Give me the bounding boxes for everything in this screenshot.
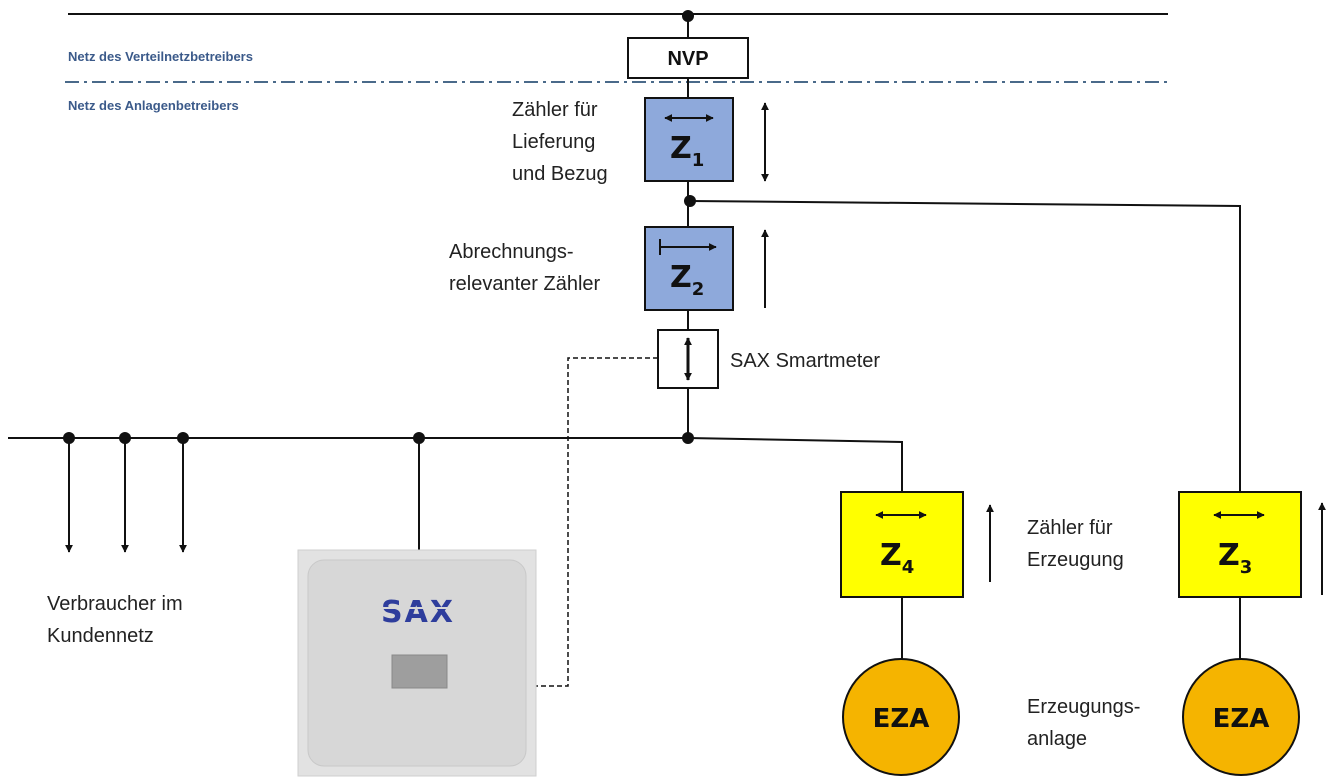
svg-text:Z3: Z3	[1218, 538, 1252, 578]
meter-z4: Z4	[840, 491, 964, 598]
eza-unit-right: EZA	[1182, 658, 1300, 776]
consumers-label: Verbraucher im Kundennetz	[47, 593, 183, 647]
z1-label-line: und Bezug	[512, 163, 608, 185]
eza-unit-left: EZA	[842, 658, 960, 776]
svg-text:Z4: Z4	[880, 538, 914, 578]
z1-label-line: Lieferung	[512, 131, 595, 153]
junction-dot	[682, 432, 694, 444]
z2-label-line: relevanter Zähler	[449, 273, 601, 295]
communication-line	[533, 357, 658, 687]
generation-meter-label-line: Erzeugung	[1027, 549, 1124, 571]
eza-label: EZA	[873, 704, 930, 734]
z1-label: Zähler für Lieferung und Bezug	[512, 99, 608, 185]
meter-letter: Z	[670, 131, 692, 166]
generation-feed-line	[689, 200, 1241, 492]
consumer-branches	[63, 432, 189, 553]
meter-index: 1	[692, 150, 705, 171]
z1-label-line: Zähler für	[512, 99, 598, 121]
svg-text:Z1: Z1	[670, 131, 704, 171]
meter-letter: Z	[670, 260, 692, 295]
generation-plant-label-line: Erzeugungs-	[1027, 696, 1140, 718]
operator-network-label: Netz des Verteilnetzbetreibers	[68, 49, 253, 64]
generation-feed-line	[687, 437, 903, 492]
meter-letter: Z	[1218, 538, 1240, 573]
meter-index: 2	[692, 279, 705, 300]
meter-index: 4	[902, 557, 915, 578]
meter-z2: Z2	[644, 226, 734, 311]
generation-meter-label: Zähler für Erzeugung	[1027, 517, 1124, 571]
meter-z1: Z1	[644, 97, 734, 182]
generation-meter-label-line: Zähler für	[1027, 517, 1113, 539]
generation-plant-label: Erzeugungs- anlage	[1027, 696, 1140, 750]
generation-plant-label-line: anlage	[1027, 728, 1087, 750]
consumers-label-line: Kundennetz	[47, 625, 154, 647]
eza-label: EZA	[1213, 704, 1270, 734]
sax-logo: SAX	[381, 595, 455, 630]
plant-network-label: Netz des Anlagenbetreibers	[68, 98, 239, 113]
svg-text:Z2: Z2	[670, 260, 704, 300]
meter-z3: Z3	[1178, 491, 1302, 598]
consumers-label-line: Verbraucher im	[47, 593, 183, 615]
device-display	[391, 654, 448, 689]
meter-index: 3	[1240, 557, 1253, 578]
z2-label: Abrechnungs- relevanter Zähler	[449, 241, 601, 295]
z2-label-line: Abrechnungs-	[449, 241, 574, 263]
meter-letter: Z	[880, 538, 902, 573]
nvp-label: NVP	[667, 48, 708, 70]
sax-storage-device: SAX	[297, 549, 537, 777]
smartmeter-label: SAX Smartmeter	[730, 350, 880, 372]
